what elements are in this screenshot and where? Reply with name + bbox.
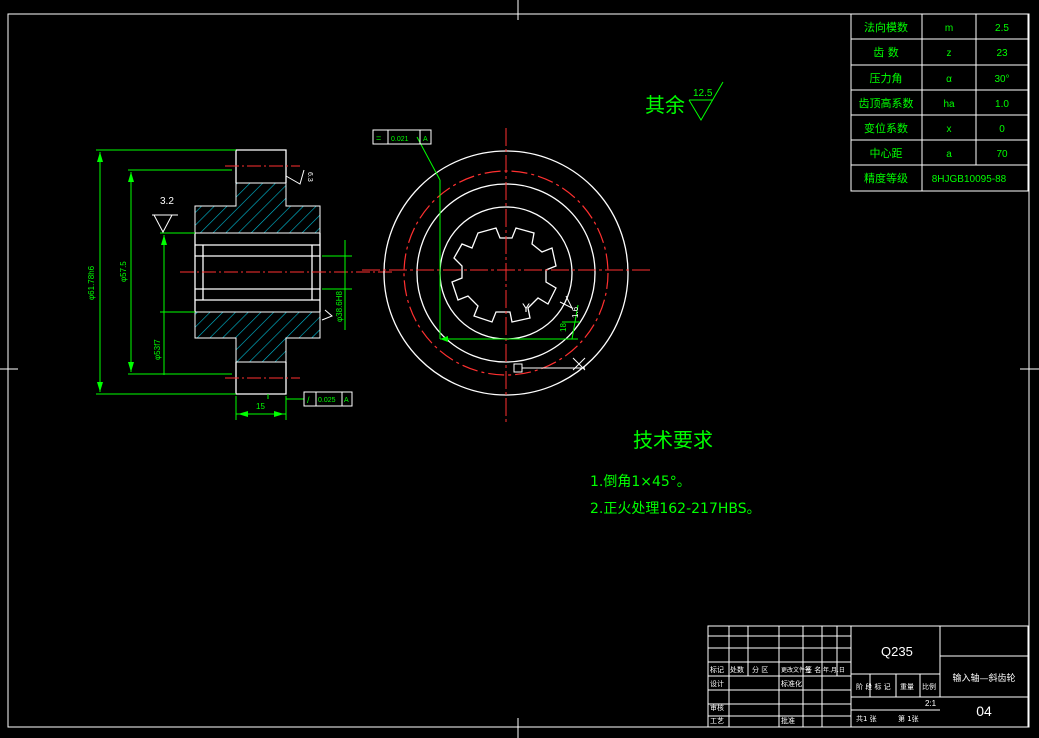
tolerance-frame-right: = 0.021 A <box>372 129 432 145</box>
tb-stage: 比例 <box>922 682 936 691</box>
roughness-top: 3.2 <box>152 196 178 234</box>
dim-inner-diameter: φ38.6H8 <box>335 290 344 322</box>
tech-requirements: 技术要求 1.倒角1×45°。 2.正火处理162-217HBS。 <box>590 428 761 517</box>
param-name: 齿 数 <box>873 46 899 59</box>
tb-header: 标记 <box>710 665 724 674</box>
roughness-note: 其余 12.5 <box>645 81 724 121</box>
tb-label: 标准化 <box>781 679 802 688</box>
tol-value: 0.021 <box>391 136 409 143</box>
tb-label: 工艺 <box>710 717 724 725</box>
roughness-symbol-icon <box>688 81 724 121</box>
param-name: 变位系数 <box>864 121 908 135</box>
param-symbol: ha <box>943 99 955 110</box>
material: Q235 <box>881 644 913 659</box>
param-value: 30° <box>994 74 1009 85</box>
tb-header: 年.月.日 <box>823 666 845 674</box>
roughness-keyway-value: 1.6 <box>571 306 580 318</box>
section-hatch-bottom <box>194 311 321 363</box>
param-value: 23 <box>996 48 1008 59</box>
mark-y: Y <box>522 301 530 315</box>
tol-datum: A <box>423 136 428 143</box>
param-name: 压力角 <box>870 72 903 85</box>
title-block: Q235 输入轴—斜齿轮 04 2:1 标记 处数 分 区 更改文件号 签 名 … <box>707 625 1029 728</box>
precision-label: 精度等级 <box>864 171 908 185</box>
param-symbol: a <box>946 149 952 160</box>
tb-header: 处数 <box>730 665 744 674</box>
roughness-top-value: 3.2 <box>160 196 174 207</box>
tolerance-frame-left: / 0.025 A <box>303 391 353 407</box>
param-symbol: α <box>946 74 952 85</box>
tb-sheet: 第 1张 <box>898 714 919 723</box>
param-symbol: z <box>947 48 952 59</box>
roughness-symbol-icon <box>285 169 305 185</box>
ucs-icon <box>513 357 586 373</box>
param-name: 中心距 <box>870 147 903 160</box>
spline-bore <box>451 227 557 323</box>
tb-header: 分 区 <box>752 665 768 674</box>
tol-datum: A <box>344 397 349 404</box>
param-symbol: x <box>947 124 952 135</box>
roughness-side: 6.3 <box>285 169 313 185</box>
tol-symbol: = <box>376 133 381 143</box>
param-name: 法向模数 <box>864 20 908 34</box>
dim-tip-diameter: φ61.78h6 <box>87 265 96 300</box>
dim-bore-diameter: φ53f7 <box>153 339 162 360</box>
tb-header: 更改文件号 <box>781 666 811 674</box>
dim-diameter-2: φ57.5 <box>119 261 128 282</box>
roughness-note-label: 其余 <box>645 93 685 117</box>
param-value: 2.5 <box>995 23 1009 34</box>
tb-sheet: 共1 张 <box>856 714 877 723</box>
param-value: 0 <box>999 124 1005 135</box>
scale: 2:1 <box>925 699 937 708</box>
tb-label: 审核 <box>710 703 724 712</box>
tb-stage: 重量 <box>900 683 914 691</box>
tol-value: 0.025 <box>318 397 336 404</box>
params-table: 法向模数 齿 数 压力角 齿顶高系数 变位系数 中心距 精度等级 m z α h… <box>850 13 1029 192</box>
tech-title: 技术要求 <box>633 428 713 452</box>
roughness-symbol-icon <box>153 214 173 234</box>
part-name: 输入轴—斜齿轮 <box>952 672 1015 684</box>
roughness-note-value: 12.5 <box>693 88 713 99</box>
tol-symbol: / <box>307 395 310 405</box>
dim-keyway: 18 <box>559 323 568 332</box>
param-value: 1.0 <box>995 99 1009 110</box>
tb-stage: 阶 段 标 记 <box>856 682 891 691</box>
roughness-side-value: 6.3 <box>306 172 313 182</box>
front-view: 18 1.6 Y = 0.021 A <box>362 128 652 422</box>
roughness-symbol-icon <box>559 295 574 310</box>
tech-item: 2.正火处理162-217HBS。 <box>590 501 761 517</box>
section-view: φ61.78h6 φ57.5 φ53f7 15 φ38.6H8 3.2 6.3 … <box>87 149 395 420</box>
tb-header: 签 名 <box>805 665 821 674</box>
dim-width: 15 <box>256 402 265 411</box>
tech-item: 1.倒角1×45°。 <box>590 474 691 490</box>
drawing-number: 04 <box>976 703 992 719</box>
param-value: 70 <box>996 149 1008 160</box>
tb-label: 批准 <box>781 716 795 725</box>
param-symbol: m <box>945 23 953 34</box>
param-name: 齿顶高系数 <box>859 96 914 110</box>
roughness-symbol-icon <box>321 309 333 321</box>
precision-value: 8HJGB10095-88 <box>932 174 1007 185</box>
section-hatch-top <box>194 182 321 234</box>
tb-label: 设计 <box>710 679 724 688</box>
